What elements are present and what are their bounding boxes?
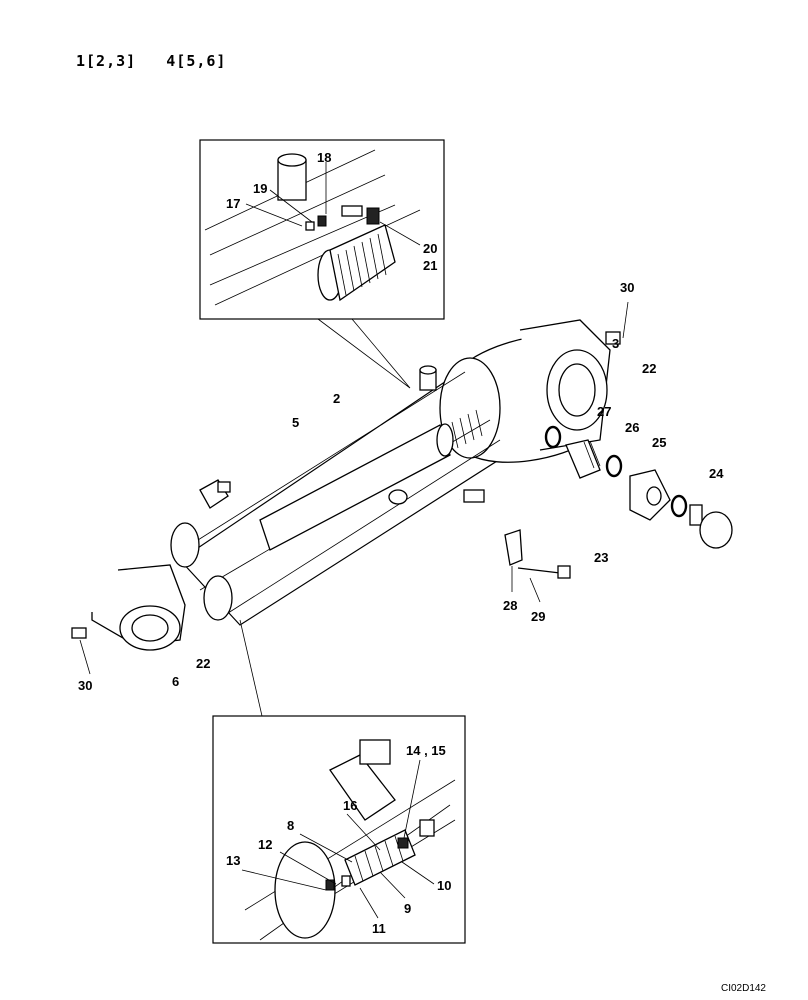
label-25: 25 [652,435,666,450]
label-27: 27 [597,404,611,419]
assembly-header: 1[2,3] 4[5,6] [76,52,227,70]
label-30-left: 30 [78,678,92,693]
label-18: 18 [317,150,331,165]
label-29: 29 [531,609,545,624]
label-28: 28 [503,598,517,613]
label-10: 10 [437,878,451,893]
label-23: 23 [594,550,608,565]
label-11: 11 [372,921,386,936]
label-16: 16 [343,798,357,813]
label-19: 19 [253,181,267,196]
pipe-assembly [71,301,733,675]
label-22-left: 22 [196,656,210,671]
label-26: 26 [625,420,639,435]
label-13: 13 [226,853,240,868]
label-2: 2 [333,391,340,406]
label-20: 20 [423,241,437,256]
part-labels: 2 3 5 6 8 9 10 11 12 13 14 , 15 16 17 18… [78,150,724,936]
label-17: 17 [226,196,240,211]
label-3: 3 [612,336,619,351]
label-9: 9 [404,901,411,916]
label-12: 12 [258,837,272,852]
cylinder-assembly [91,319,611,717]
label-8: 8 [287,818,294,833]
top-detail-inset [199,139,445,389]
label-5: 5 [292,415,299,430]
label-21: 21 [423,258,437,273]
label-22-right: 22 [642,361,656,376]
label-30-right: 30 [620,280,634,295]
bottom-detail-inset [212,715,466,944]
label-24: 24 [709,466,724,481]
label-14-15: 14 , 15 [406,743,446,758]
drawing-code: CI02D142 [720,983,766,994]
label-6: 6 [172,674,179,689]
